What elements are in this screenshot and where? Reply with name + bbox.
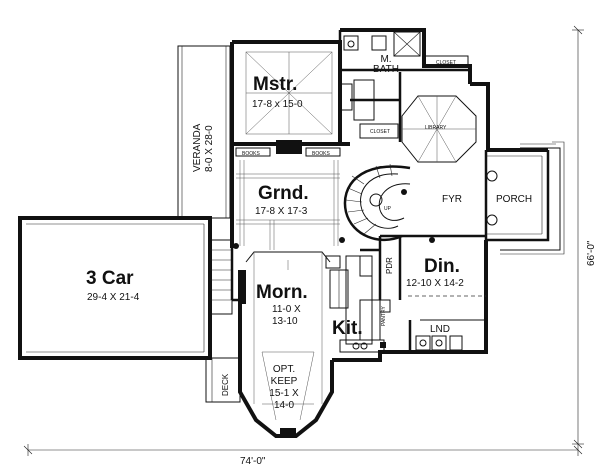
kitchen-label: Kit. — [332, 318, 363, 339]
garage-name: 3 Car — [86, 268, 134, 289]
morning-dims-1: 11-0 X — [272, 304, 301, 315]
opt-keep-1: OPT. — [273, 364, 295, 375]
books-left-label: BOOKS — [242, 151, 260, 157]
width-dimension: 74'-0" — [240, 456, 266, 467]
foyer-porch-area — [429, 141, 565, 255]
dining-name: Din. — [424, 256, 460, 277]
library-area — [401, 95, 477, 163]
master-bath-name-2: BATH — [373, 64, 399, 75]
books-right-label: BOOKS — [312, 151, 330, 157]
curved-stair — [343, 163, 411, 242]
room-labels: Mstr. 17-8 x 15-0 M. BATH CLOSET CLOSET … — [86, 54, 597, 467]
pantry-label: PANTRY — [381, 306, 387, 326]
dining-dims: 12-10 X 14-2 — [406, 278, 464, 289]
morning-dims-2: 13-10 — [272, 316, 298, 327]
grand-dims: 17-8 X 17-3 — [255, 206, 308, 217]
stair-up-label: UP — [384, 206, 392, 212]
laundry-label: LND — [430, 324, 450, 335]
veranda-name: VERANDA — [192, 123, 203, 172]
exterior-walls — [205, 28, 550, 438]
master-bath-area — [339, 31, 470, 142]
morning-kitchen-area — [245, 248, 391, 421]
grand-name: Grnd. — [258, 183, 309, 204]
powder-label: PDR — [385, 257, 394, 274]
closet-top-label: CLOSET — [436, 60, 456, 66]
opt-keep-3: 15-1 X — [269, 388, 299, 399]
master-dims: 17-8 x 15-0 — [252, 99, 303, 110]
library-label: LIBRARY — [425, 125, 447, 131]
opt-keep-2: KEEP — [271, 376, 298, 387]
opt-keep-4: 14-0 — [274, 400, 294, 411]
master-bath-name: M. — [380, 54, 391, 65]
morning-name: Morn. — [256, 282, 308, 303]
master-name: Mstr. — [253, 74, 297, 95]
master-bedroom-area — [232, 51, 350, 157]
garage-dims: 29-4 X 21-4 — [87, 292, 140, 303]
garage-area — [18, 216, 246, 360]
closet-master-label: CLOSET — [370, 129, 390, 135]
dimension-lines — [23, 25, 584, 456]
depth-dimension: 66'-0" — [586, 240, 597, 266]
grand-room-area — [233, 160, 345, 250]
foyer-label: FYR — [442, 194, 462, 205]
deck-label: DECK — [221, 373, 230, 396]
veranda-dims: 8-0 X 28-0 — [204, 125, 215, 172]
laundry-area — [380, 320, 463, 352]
porch-label: PORCH — [496, 194, 532, 205]
dining-area — [378, 234, 486, 321]
